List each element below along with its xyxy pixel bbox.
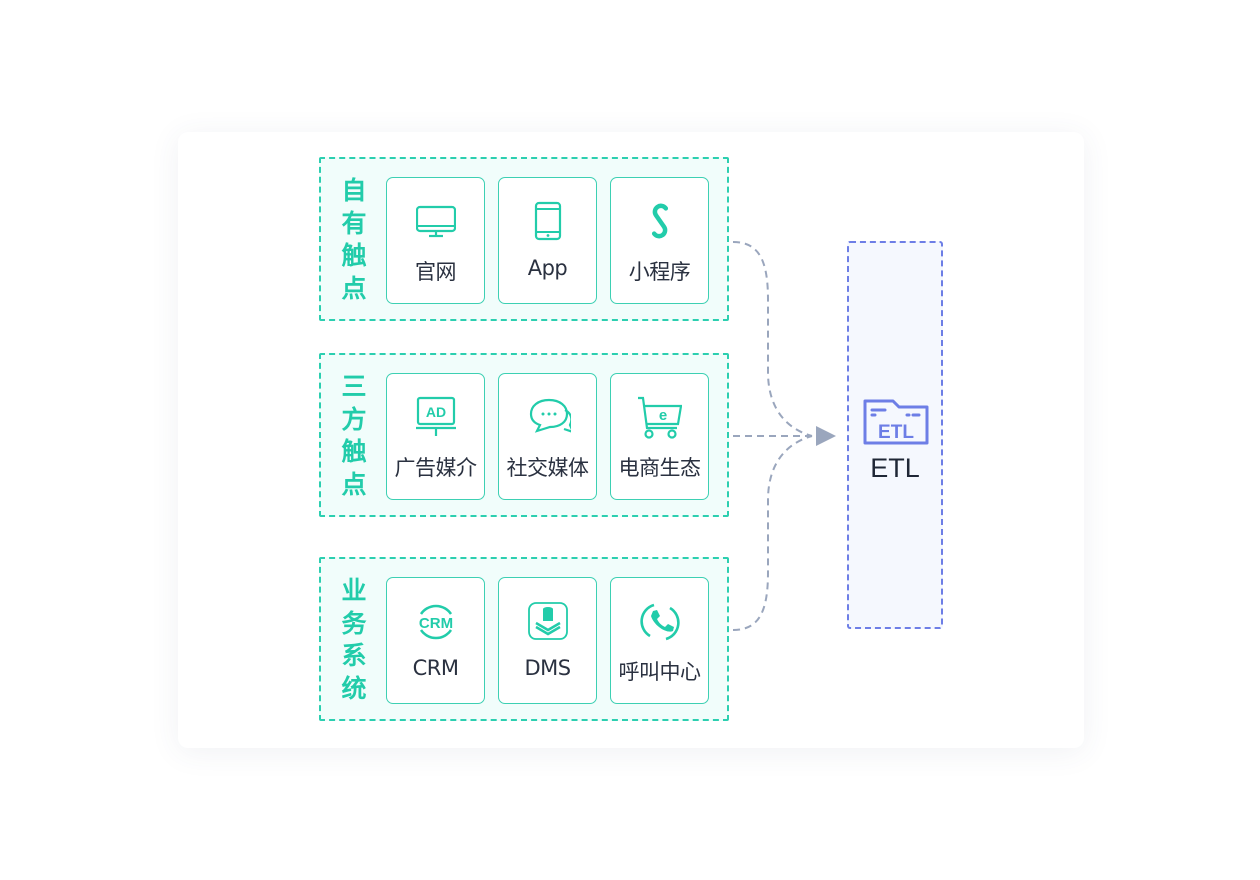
etl-icon-text: ETL xyxy=(878,422,914,443)
tile-website[interactable]: 官网 xyxy=(386,177,485,304)
tile-call-center[interactable]: 呼叫中心 xyxy=(610,577,709,704)
database-icon xyxy=(528,602,568,640)
arrow-head xyxy=(816,426,836,446)
chat-icon xyxy=(529,398,571,433)
tile-label: 小程序 xyxy=(628,260,691,284)
ad-text: AD xyxy=(426,404,446,420)
label-char: 有 xyxy=(341,208,367,238)
label-char: 点 xyxy=(341,273,367,303)
label-char: 三 xyxy=(341,372,367,401)
tile-ecommerce[interactable]: e 电商生态 xyxy=(610,373,709,500)
tile-label: 电商生态 xyxy=(618,456,702,480)
tile-crm[interactable]: CRM CRM xyxy=(386,577,485,704)
cart-e-text: e xyxy=(659,407,667,424)
crm-text: CRM xyxy=(419,615,453,632)
label-char: 系 xyxy=(341,641,367,670)
tile-label: 官网 xyxy=(415,260,457,284)
tile-label: 社交媒体 xyxy=(506,456,590,480)
tile-label: 呼叫中心 xyxy=(618,660,702,684)
phone-icon xyxy=(534,201,562,241)
cart-icon: e xyxy=(638,396,682,439)
label-char: 触 xyxy=(341,437,367,466)
group-business-systems: 业务系统 CRM CRM DMS 呼叫中心 xyxy=(319,557,729,721)
label-char: 业 xyxy=(341,576,367,605)
group-label: 业务系统 xyxy=(335,575,373,705)
flow-line-top xyxy=(732,241,813,437)
label-char: 方 xyxy=(341,404,367,434)
label-char: 自 xyxy=(341,176,367,205)
crm-icon: CRM xyxy=(419,604,453,640)
group-label: 三方触点 xyxy=(335,371,373,501)
flow-line-bottom xyxy=(732,435,813,631)
mini-program-icon xyxy=(651,203,669,239)
tile-ad-media[interactable]: AD 广告媒介 xyxy=(386,373,485,500)
monitor-icon xyxy=(416,205,456,238)
tile-label: DMS xyxy=(524,656,571,680)
label-char: 触 xyxy=(341,241,367,270)
tile-label: App xyxy=(527,256,568,280)
group-owned-touchpoints: 自有触点 官网 App 小程序 xyxy=(319,157,729,321)
tile-dms[interactable]: DMS xyxy=(498,577,597,704)
tile-social-media[interactable]: 社交媒体 xyxy=(498,373,597,500)
etl-folder-icon: ETL xyxy=(863,399,929,445)
ad-board-icon: AD xyxy=(416,396,456,436)
label-char: 点 xyxy=(341,469,367,499)
etl-box[interactable]: ETL ETL xyxy=(847,241,943,629)
group-third-party-touchpoints: 三方触点 AD 广告媒介 社交媒体 e 电商生态 xyxy=(319,353,729,517)
tile-label: CRM xyxy=(412,656,459,680)
tile-app[interactable]: App xyxy=(498,177,597,304)
label-char: 统 xyxy=(341,673,367,703)
tile-label: 广告媒介 xyxy=(394,456,478,480)
tile-mini-program[interactable]: 小程序 xyxy=(610,177,709,304)
etl-label: ETL xyxy=(870,453,920,483)
label-char: 务 xyxy=(341,608,367,638)
call-icon xyxy=(640,603,680,641)
group-label: 自有触点 xyxy=(335,175,373,305)
